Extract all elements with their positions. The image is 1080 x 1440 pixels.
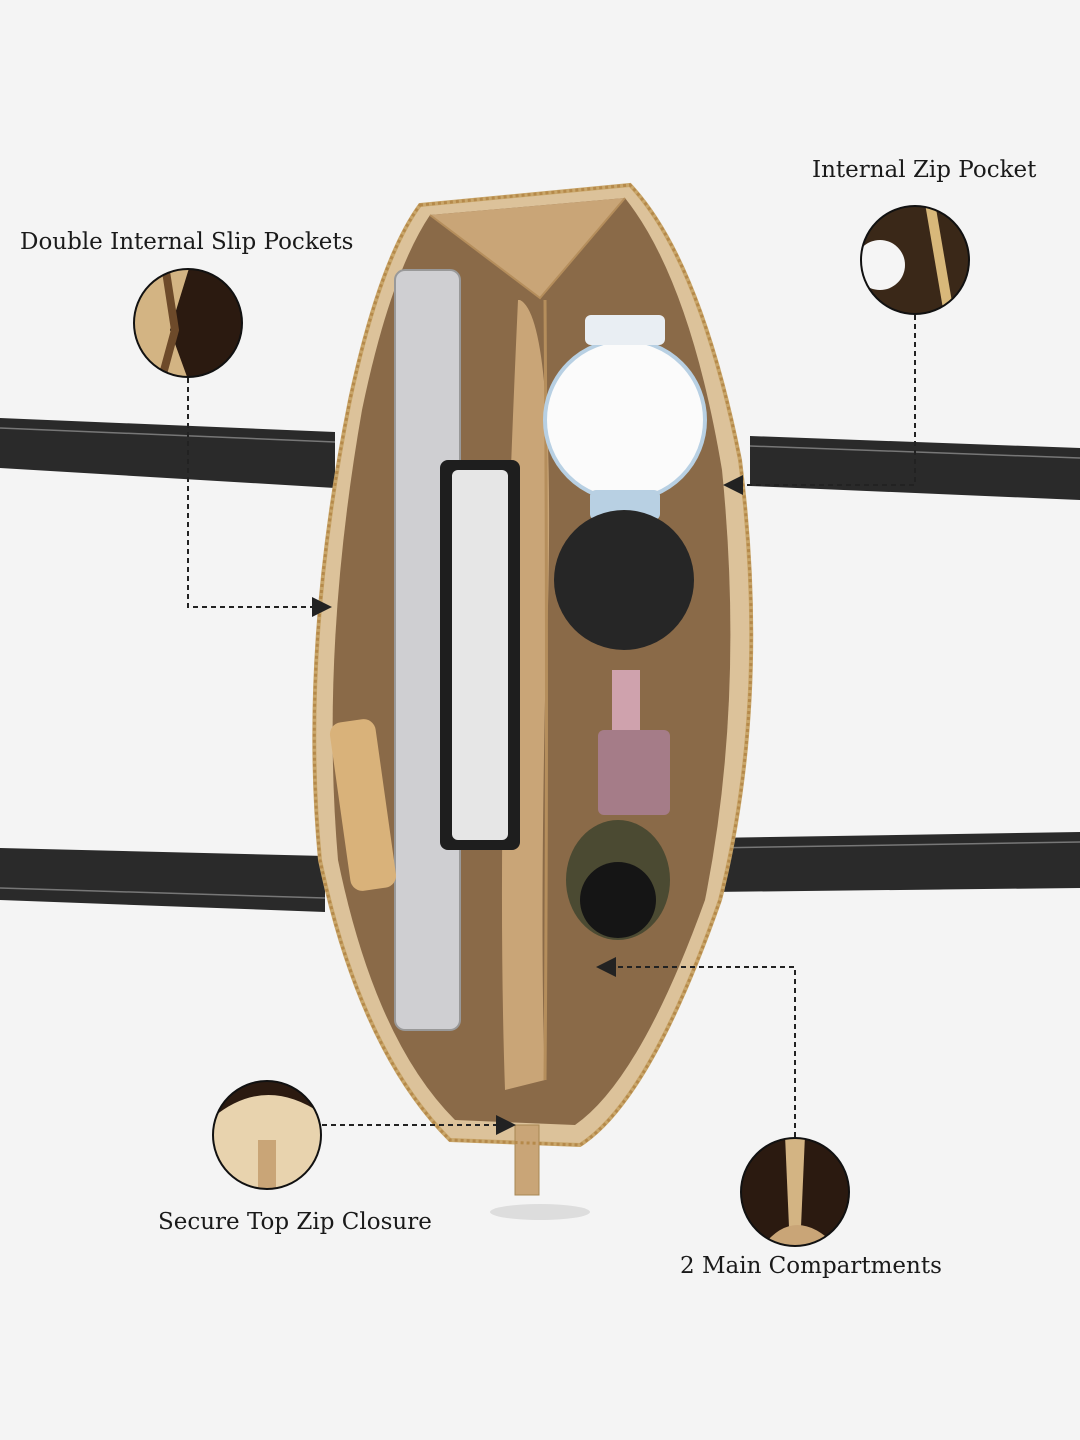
callout-label-top-zip-closure: Secure Top Zip Closure [158,1209,432,1235]
callout-label-double-slip-pockets: Double Internal Slip Pockets [20,229,354,255]
callout-leader-lines [187,315,916,1137]
callout-circle-compartments [740,1137,850,1247]
callout-circle-zip-pocket [860,205,970,315]
callout-label-main-compartments: 2 Main Compartments [680,1253,942,1279]
callout-circle-top-zip [212,1080,322,1190]
callout-circle-slip-pockets [133,268,243,378]
callout-label-internal-zip-pocket: Internal Zip Pocket [812,157,1037,183]
bag-straps [0,418,1080,912]
tote-bag [312,182,754,1220]
